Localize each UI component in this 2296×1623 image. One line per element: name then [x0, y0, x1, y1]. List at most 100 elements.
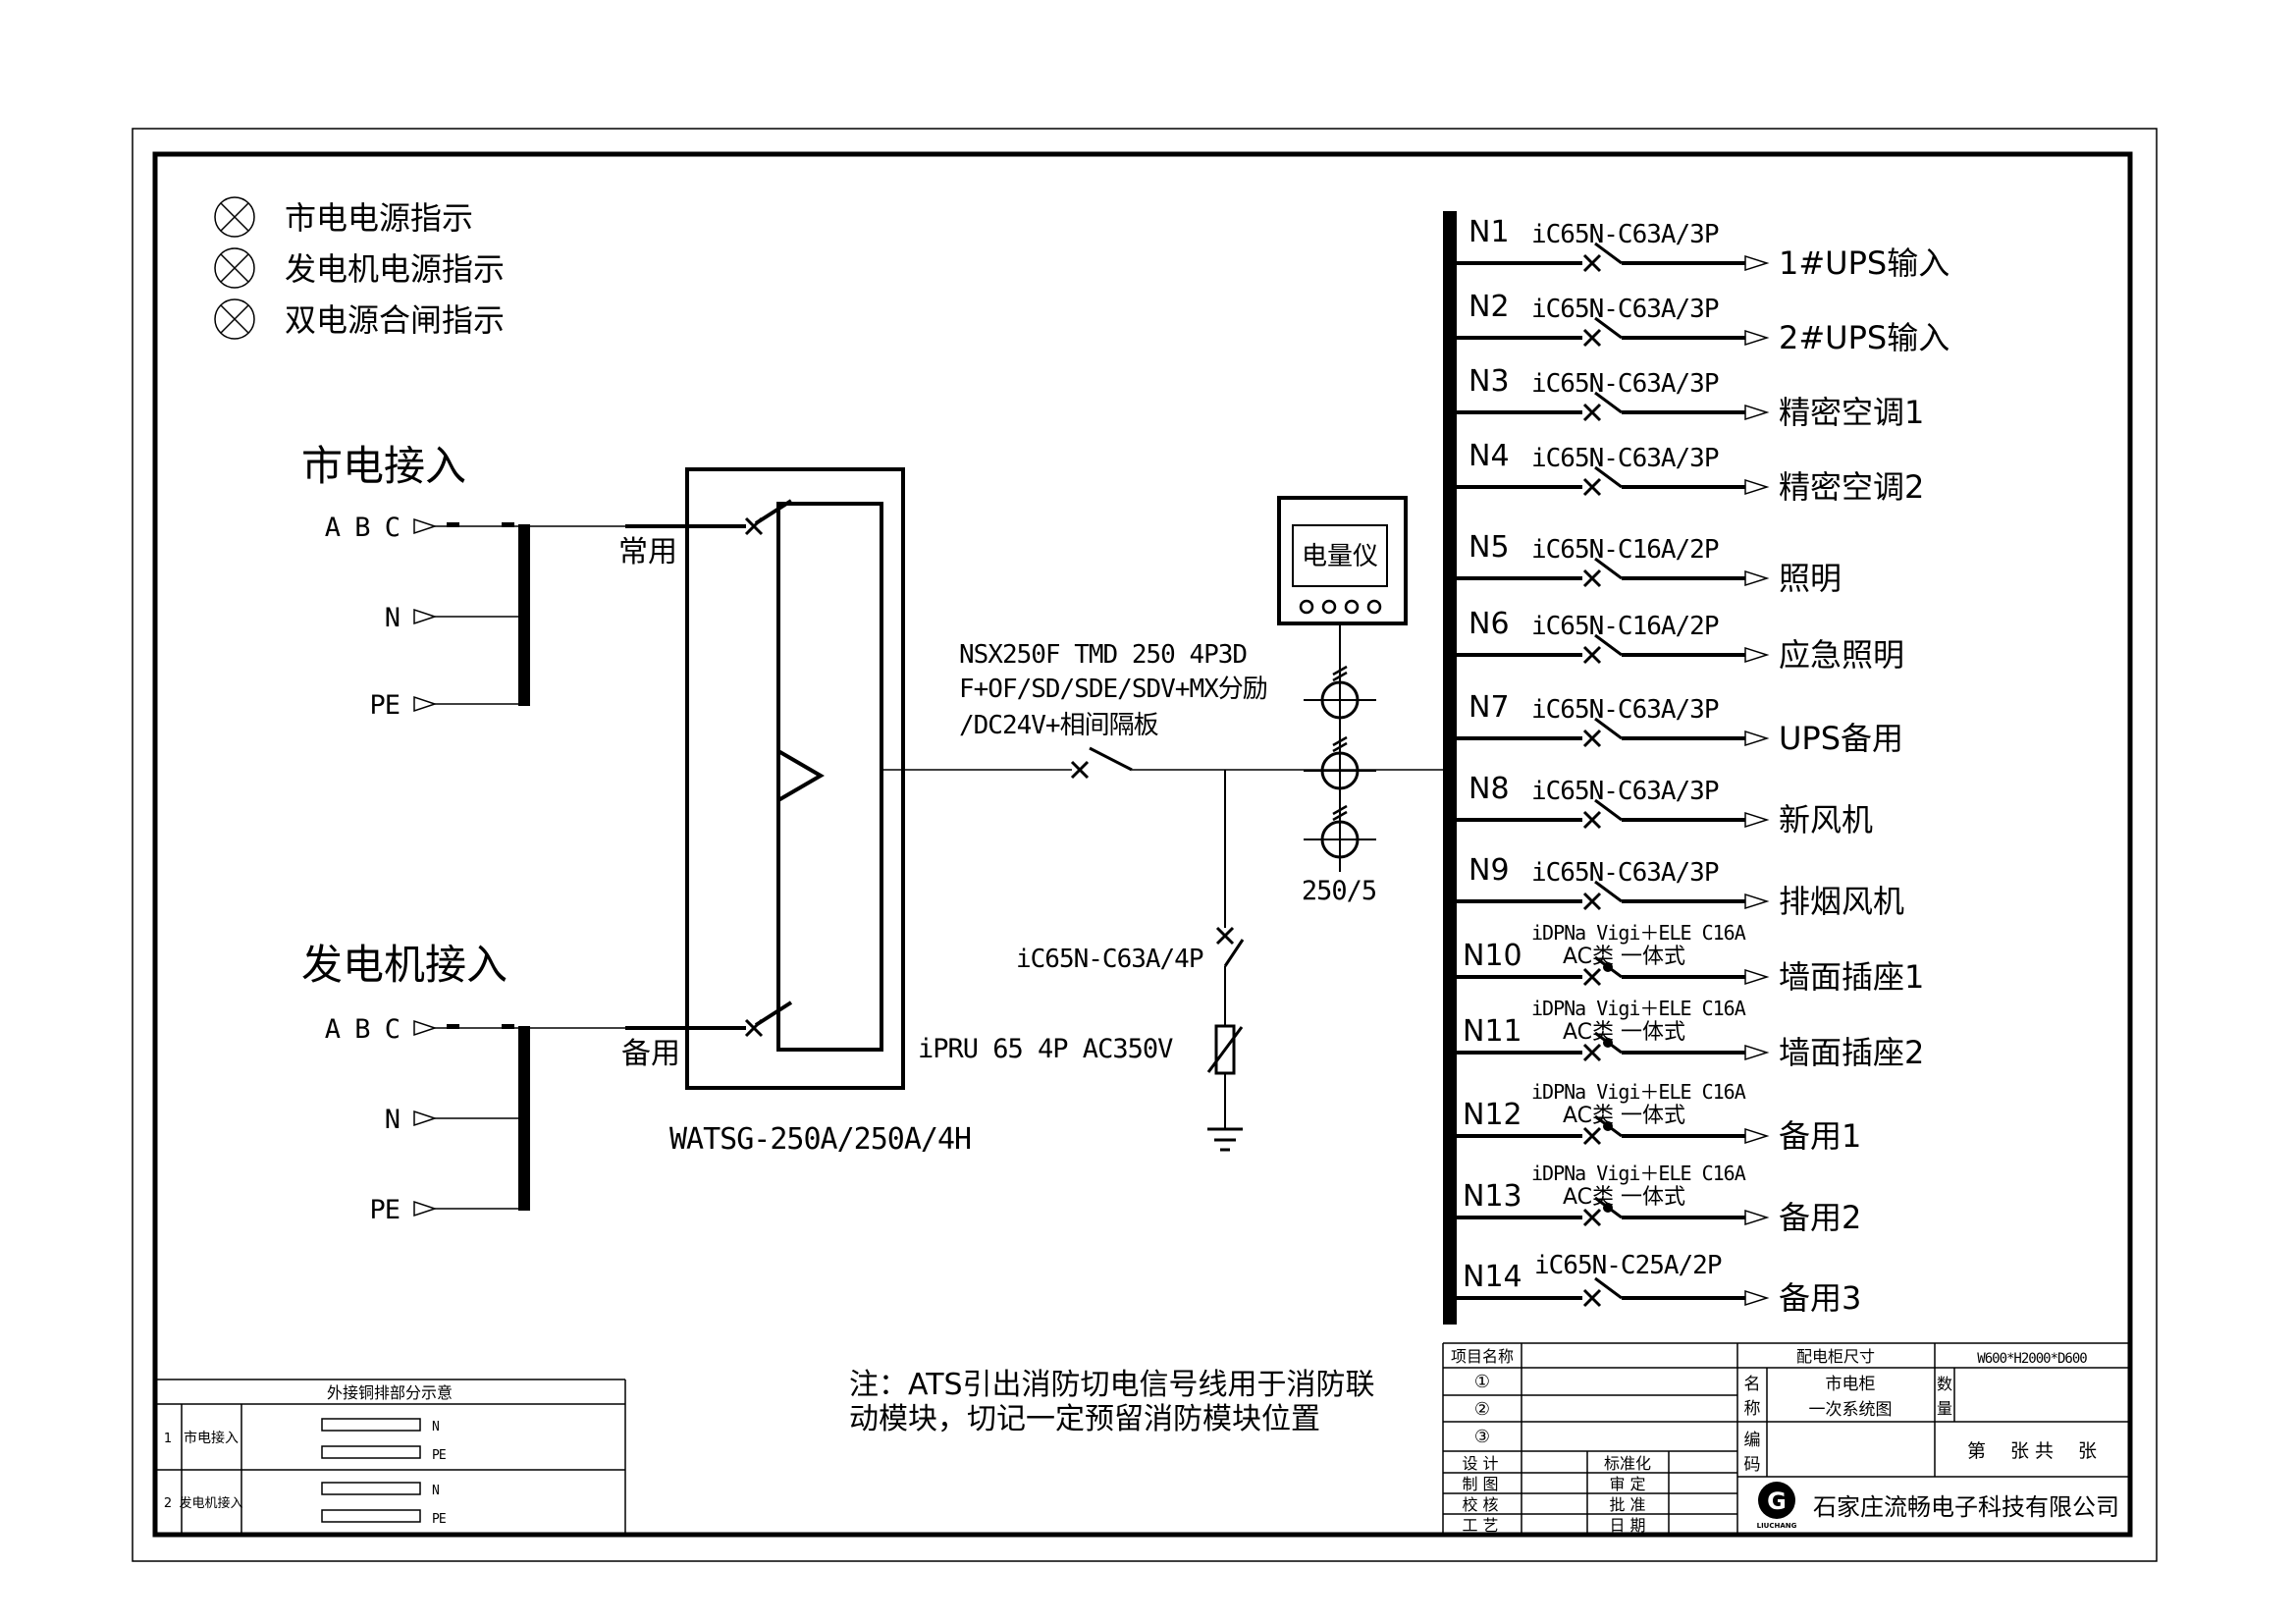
branch-id: N5: [1468, 530, 1510, 565]
qty-label-char2: 量: [1937, 1399, 1952, 1418]
company-logo-icon: G LIUCHANG: [1757, 1482, 1797, 1530]
bar-label-pe: PE: [432, 1448, 446, 1463]
main-breaker-label-3: /DC24V+相间隔板: [959, 711, 1159, 740]
power-meter: 电量仪 250/5: [1277, 496, 1408, 906]
branch-id: N7: [1468, 690, 1510, 725]
qty-label-char1: 数: [1937, 1375, 1952, 1393]
spd-branch: iC65N-C63A/4P iPRU 65 4P AC350V: [918, 770, 1245, 1152]
mains-title: 市电接入: [301, 442, 466, 490]
legend-item-mains: 市电电源指示: [285, 199, 473, 237]
ct-ratio-label: 250/5: [1302, 876, 1376, 906]
main-breaker-label-1: NSX250F TMD 250 4P3D: [959, 640, 1247, 670]
row-no: 1: [164, 1432, 172, 1446]
copper-busbar-table: 外接铜排部分示意 1 市电接入 N PE 2 发电机接入 N PE: [154, 1379, 626, 1535]
bar-label-n: N: [432, 1420, 439, 1434]
row-name: 发电机接入: [179, 1495, 242, 1511]
branch-device: iC65N-C63A/3P: [1531, 695, 1719, 725]
approve-label: 批 准: [1609, 1495, 1645, 1514]
mains-pe-label: PE: [369, 690, 400, 721]
bar-label-n: N: [432, 1484, 439, 1498]
branch-device: iC65N-C16A/2P: [1531, 535, 1719, 565]
branch-id: N8: [1468, 772, 1510, 806]
spd-breaker-label: iC65N-C63A/4P: [1016, 945, 1203, 974]
branch-id: N2: [1468, 290, 1510, 324]
company-name: 石家庄流畅电子科技有限公司: [1813, 1493, 2119, 1521]
note-line2: 动模块，切记一定预留消防模块位置: [849, 1402, 1320, 1436]
branch-id: N9: [1468, 853, 1510, 888]
mains-busbar: [518, 524, 530, 706]
branch-device-line1: iDPNa Vigi＋ELE C16A: [1531, 1080, 1746, 1104]
ground-icon: [1207, 1127, 1243, 1152]
bar-label-pe: PE: [432, 1512, 446, 1527]
branch-device: iC65N-C63A/3P: [1531, 444, 1719, 473]
branch-n12: N12 iDPNa Vigi＋ELE C16A AC类 一体式 备用1: [1455, 1080, 1861, 1155]
sheet-number: 第 张 共 张: [1967, 1440, 2097, 1462]
standardization-label: 标准化: [1604, 1454, 1651, 1473]
svg-text:LIUCHANG: LIUCHANG: [1757, 1522, 1797, 1530]
spd-device-label: iPRU 65 4P AC350V: [918, 1034, 1173, 1064]
cabinet-size-label: 配电柜尺寸: [1796, 1347, 1875, 1366]
branch-load: 新风机: [1779, 801, 1873, 839]
branch-n8: N8 iC65N-C63A/3P 新风机: [1455, 772, 1873, 839]
branch-load: 备用2: [1779, 1199, 1861, 1236]
fire-note: 注：ATS引出消防切电信号线用于消防联 动模块，切记一定预留消防模块位置: [849, 1368, 1375, 1436]
branch-load: 2#UPS输入: [1779, 319, 1949, 356]
legend-item-generator: 发电机电源指示: [285, 250, 505, 288]
code-label-char2: 码: [1744, 1455, 1761, 1475]
branch-device: iC65N-C63A/3P: [1531, 220, 1719, 249]
branch-n2: N2 iC65N-C63A/3P 2#UPS输入: [1455, 290, 1949, 356]
branch-id: N3: [1468, 364, 1510, 399]
branch-n4: N4 iC65N-C63A/3P 精密空调2: [1455, 439, 1924, 506]
review-label: 审 定: [1609, 1475, 1645, 1493]
ats-model-label: WATSG-250A/250A/4H: [669, 1122, 971, 1157]
mains-incoming: 市电接入 A B C N PE 常用: [301, 442, 793, 721]
copper-bar: [321, 1418, 421, 1432]
mains-n-label: N: [385, 603, 400, 633]
branch-load: 墙面插座2: [1779, 1034, 1924, 1071]
generator-mode-label: 备用: [621, 1037, 680, 1071]
generator-n-label: N: [385, 1105, 400, 1135]
copper-bar: [321, 1482, 421, 1495]
code-label-char1: 编: [1744, 1431, 1761, 1450]
ats-interlock-icon: [776, 747, 825, 804]
meter-box: [1277, 496, 1408, 625]
terminal-arrow-icon: [413, 518, 436, 534]
branch-id: N6: [1468, 607, 1510, 641]
generator-busbar: [518, 1026, 530, 1211]
copper-bar: [321, 1509, 421, 1523]
row-name: 市电接入: [184, 1430, 239, 1446]
title-block: 项目名称 ① ② ③ 设 计 标准化 制 图 审 定 校 核 批 准 工 艺 日…: [1442, 1342, 2130, 1535]
copper-bar: [321, 1445, 421, 1459]
branch-device-line1: iDPNa Vigi＋ELE C16A: [1531, 921, 1746, 945]
legend: 市电电源指示 发电机电源指示 双电源合闸指示: [214, 196, 505, 340]
branch-load: UPS备用: [1779, 720, 1903, 757]
outer-border: [132, 128, 2158, 1562]
name-label-char2: 称: [1744, 1399, 1761, 1419]
branch-device-line2: AC类 一体式: [1563, 1104, 1685, 1128]
branch-load: 1#UPS输入: [1779, 244, 1949, 282]
branch-load: 排烟风机: [1779, 883, 1904, 920]
branch-id: N12: [1463, 1098, 1522, 1132]
branch-device-line2: AC类 一体式: [1563, 1020, 1685, 1045]
terminal-arrow-icon: [413, 1020, 436, 1036]
main-feeder: NSX250F TMD 250 4P3D F+OF/SD/SDE/SDV+MX分…: [881, 640, 1443, 780]
branch-load: 墙面插座1: [1779, 958, 1924, 996]
branch-device: iC65N-C25A/2P: [1534, 1251, 1722, 1280]
branch-device: iC65N-C63A/3P: [1531, 858, 1719, 888]
branch-load: 照明: [1779, 560, 1842, 597]
branch-n7: N7 iC65N-C63A/3P UPS备用: [1455, 690, 1903, 757]
branch-n11: N11 iDPNa Vigi＋ELE C16A AC类 一体式 墙面插座2: [1455, 997, 1924, 1071]
generator-incoming: 发电机接入 A B C N PE 备用: [301, 941, 793, 1225]
terminal-arrow-icon: [413, 609, 436, 624]
branch-load: 备用1: [1779, 1117, 1861, 1155]
branch-load: 备用3: [1779, 1279, 1861, 1317]
legend-item-dual: 双电源合闸指示: [285, 301, 505, 339]
row-no: 2: [164, 1496, 172, 1511]
ats-box: [685, 467, 905, 1090]
terminal-arrow-icon: [413, 1201, 436, 1217]
branch-device: iC65N-C63A/3P: [1531, 295, 1719, 324]
branch-n9: N9 iC65N-C63A/3P 排烟风机: [1455, 853, 1904, 920]
design-label: 设 计: [1462, 1454, 1498, 1473]
branch-device: iC65N-C63A/3P: [1531, 777, 1719, 806]
